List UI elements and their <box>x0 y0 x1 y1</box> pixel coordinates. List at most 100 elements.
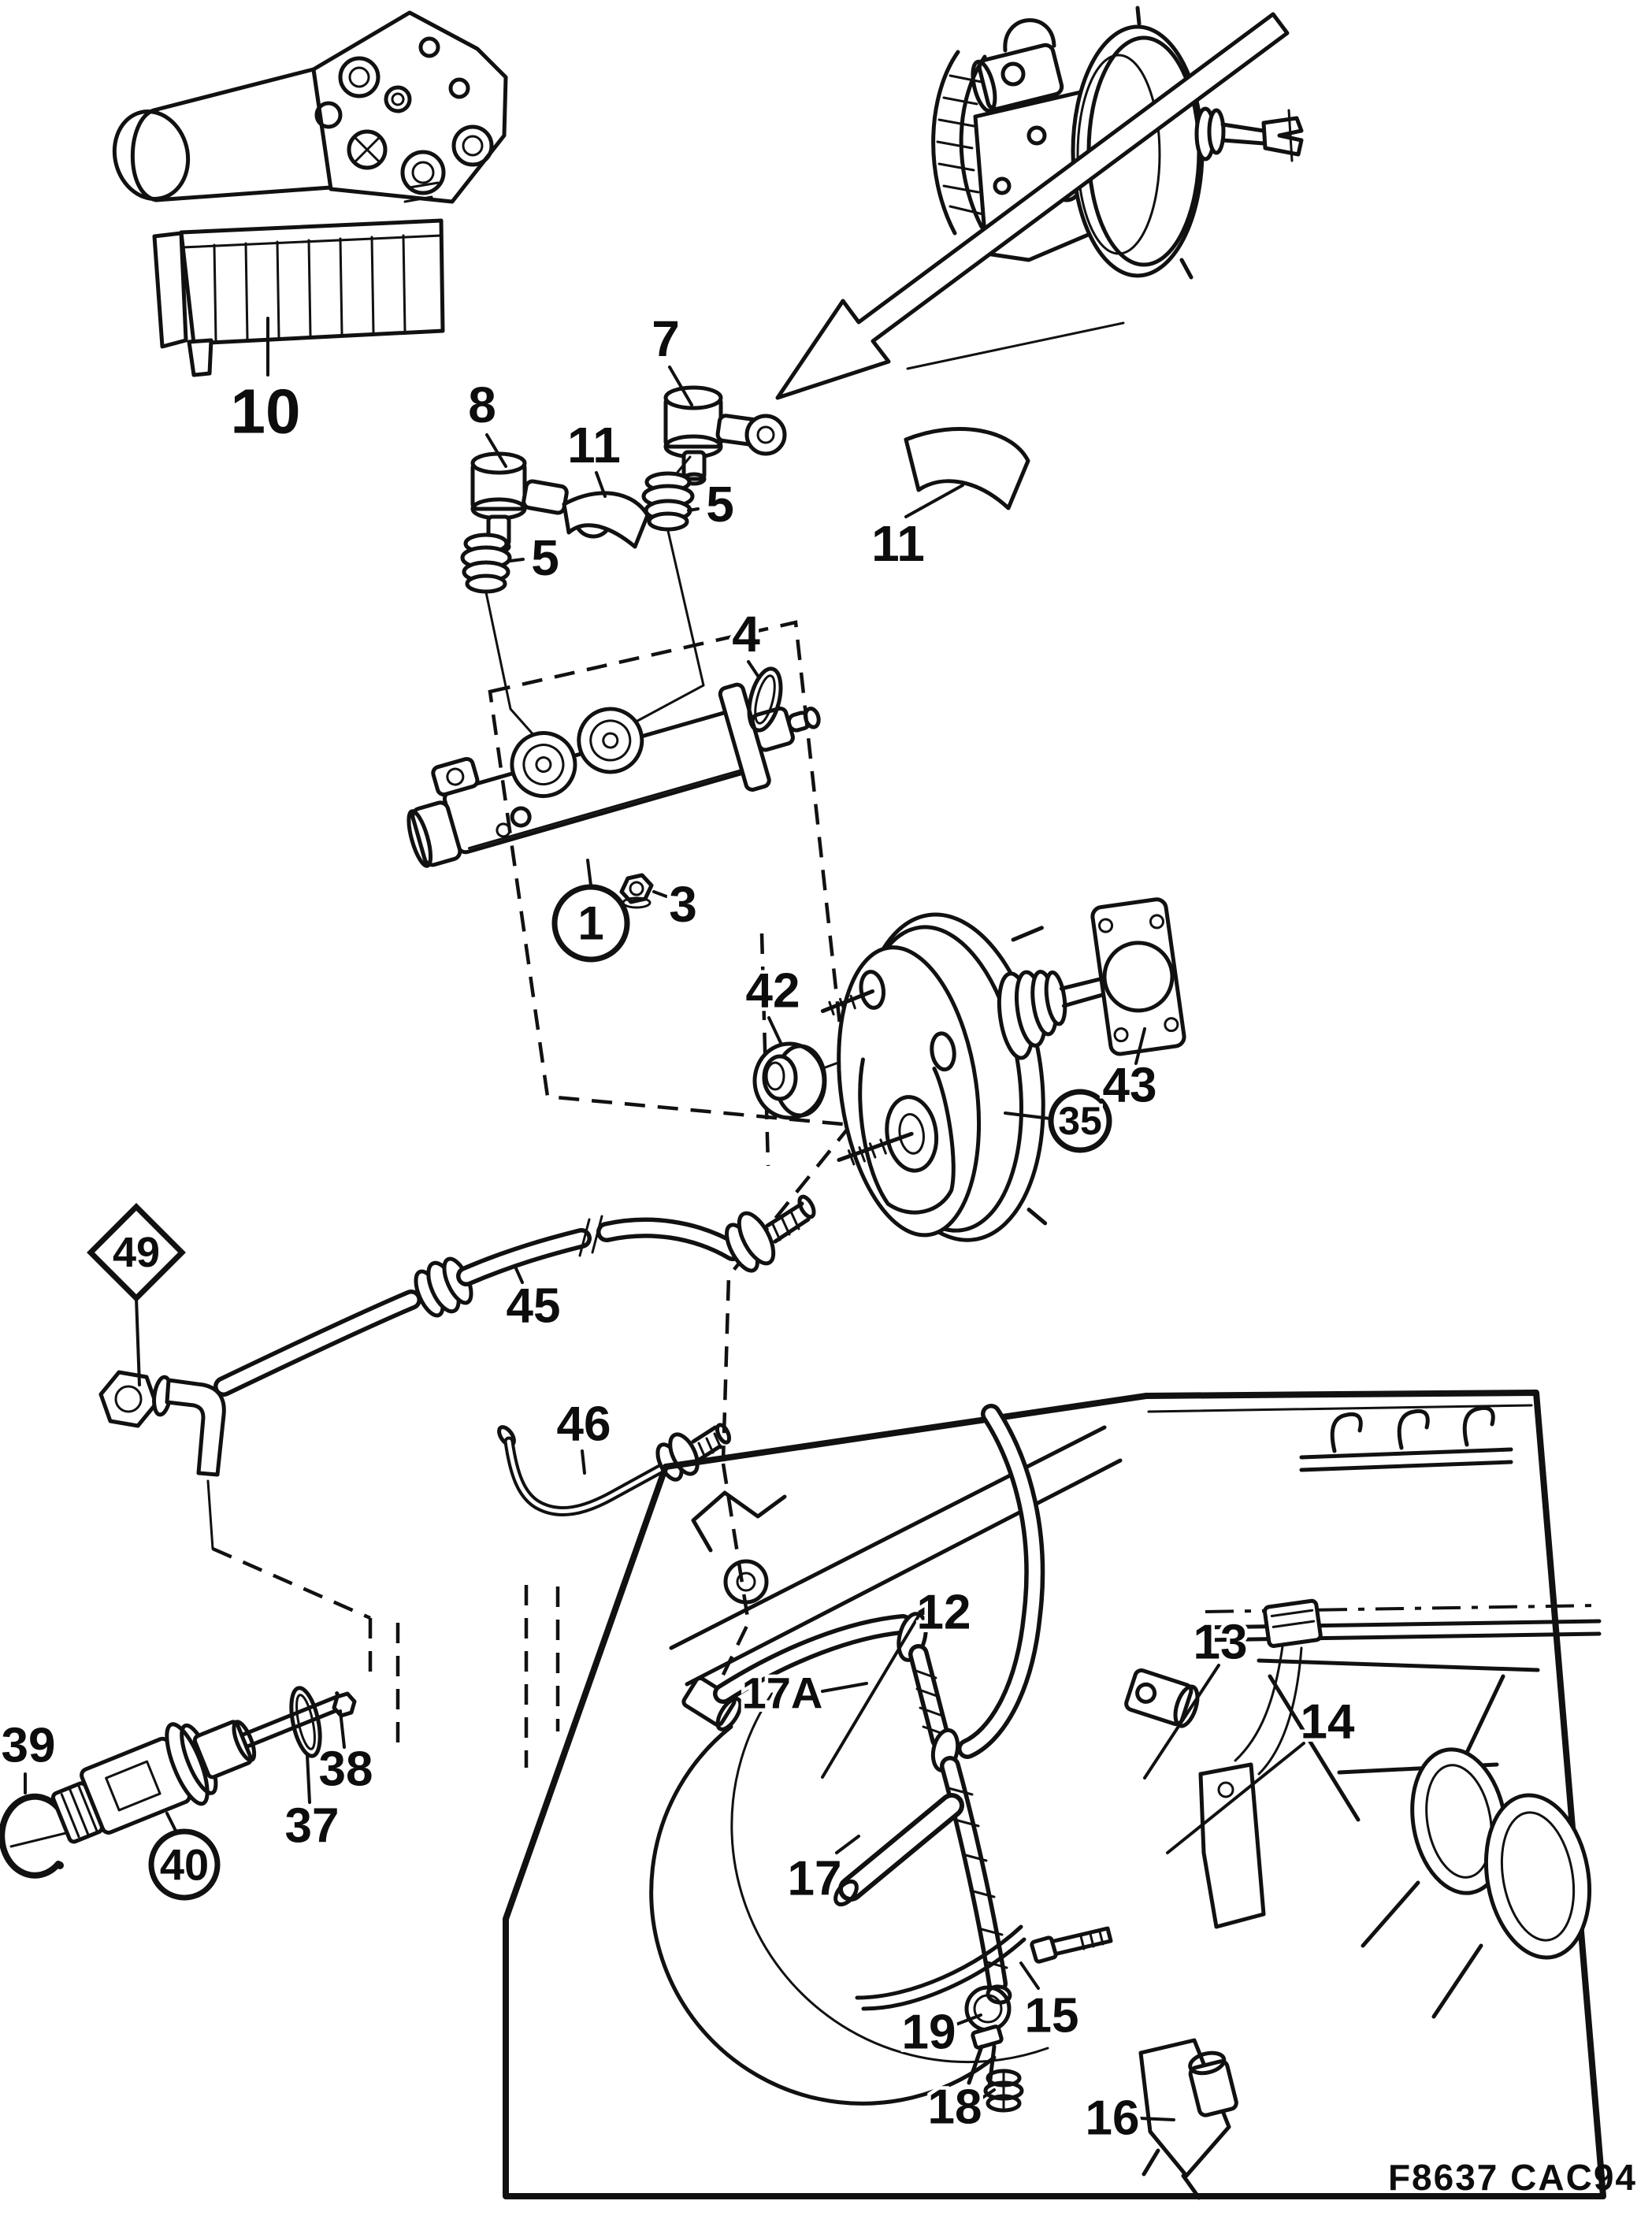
braided-hose-17a <box>681 1612 1012 2005</box>
leader-line <box>509 558 525 562</box>
engine-compartment-inset <box>503 1390 1606 2200</box>
leader-line <box>1004 1112 1052 1120</box>
o-ring-4 <box>747 666 783 733</box>
booster-hole <box>859 970 885 1010</box>
callout-17a: 17A <box>738 1664 868 1721</box>
braided-hose-17 <box>833 1793 1026 2011</box>
callout-number: 42 <box>746 964 800 1019</box>
callout-42: 42 <box>742 960 804 1046</box>
callout-number: 15 <box>1025 1989 1079 2043</box>
nut-38 <box>332 1691 357 1718</box>
flange-nut-3 <box>619 873 654 909</box>
callout-circle <box>551 884 630 963</box>
leader-line <box>339 1709 346 1749</box>
callout-number: 45 <box>507 1279 561 1334</box>
callout-45: 45 <box>503 1265 564 1337</box>
mc-dashed-envelope <box>488 620 853 1127</box>
callout-number: 3 <box>669 876 697 933</box>
callout-number: 1 <box>577 897 603 950</box>
callout-number: 17 <box>788 1852 842 1906</box>
callout-10: 10 <box>227 317 304 450</box>
callout-43: 43 <box>1099 1027 1160 1116</box>
leader-line <box>1019 1961 1040 1990</box>
leader-line <box>485 433 507 468</box>
assembly-line-right <box>629 529 705 726</box>
callout-number: 46 <box>557 1397 611 1452</box>
leader-line <box>514 1265 524 1284</box>
callout-16: 16 <box>1082 2088 1175 2149</box>
callout-number: 16 <box>1086 2091 1140 2146</box>
callout-number: 13 <box>1194 1616 1248 1670</box>
leader-line <box>978 2088 996 2101</box>
callout-17: 17 <box>784 1835 860 1909</box>
leader-line <box>1138 2117 1175 2121</box>
hose-11-right <box>904 427 1030 510</box>
callout-5: 5 <box>687 473 737 536</box>
brake-booster <box>820 912 1150 1242</box>
callout-number: 8 <box>468 377 496 433</box>
callout-number: 38 <box>319 1742 373 1797</box>
callout-3: 3 <box>652 873 700 937</box>
o-ring-37 <box>289 1686 322 1758</box>
seal-drop-line <box>759 933 770 1167</box>
callout-5: 5 <box>509 526 562 590</box>
leader-line <box>581 1449 586 1475</box>
callout-number: 39 <box>2 1719 56 1773</box>
callout-number: 43 <box>1103 1059 1157 1113</box>
leader-line <box>1134 1027 1146 1065</box>
callout-39: 39 <box>0 1715 59 1794</box>
callout-circle <box>148 1828 221 1901</box>
leader-line <box>821 1682 868 1693</box>
callout-4: 4 <box>729 603 764 677</box>
elbow-dashed-line <box>212 1546 371 1620</box>
grommet-18 <box>983 2069 1024 2113</box>
leader-line <box>1166 1742 1305 1854</box>
callout-number: 11 <box>871 515 925 572</box>
valve-dashed-lines <box>368 1618 400 1755</box>
leader-line <box>952 2013 982 2027</box>
leader-line <box>135 1297 141 1386</box>
leader-line <box>904 484 964 518</box>
callout-diamond <box>87 1203 186 1302</box>
leader-line <box>165 1812 178 1834</box>
callout-8: 8 <box>465 373 507 468</box>
leader-line <box>747 660 759 677</box>
callout-circle <box>1048 1089 1112 1153</box>
grommet-5-left <box>460 533 512 594</box>
figure-code: F8637 CAC94 <box>1388 2157 1637 2198</box>
vacuum-hose-45 <box>213 1194 816 1397</box>
callout-11: 11 <box>868 484 964 576</box>
callout-46: 46 <box>553 1394 614 1475</box>
callout-number: 12 <box>917 1586 971 1640</box>
callout-number: 49 <box>113 1229 160 1276</box>
callout-37: 37 <box>281 1754 343 1857</box>
callout-number: 7 <box>652 310 680 367</box>
callout-35: 35 <box>1004 1089 1112 1153</box>
callout-12: 12 <box>821 1582 974 1779</box>
callout-number: 5 <box>706 476 734 533</box>
leader-line <box>767 1016 783 1046</box>
leader-line <box>595 471 607 498</box>
leader-line <box>1143 1664 1220 1780</box>
elbow-drop-line <box>206 1479 214 1550</box>
gasket-43 <box>1090 897 1186 1056</box>
leader-line <box>687 507 700 512</box>
callout-number: 10 <box>231 377 301 447</box>
callout-number: 17A <box>742 1668 823 1718</box>
leader-line <box>821 1612 922 1779</box>
callout-15: 15 <box>1019 1961 1082 2047</box>
callout-number: 18 <box>928 2080 982 2135</box>
callout-number: 40 <box>160 1840 209 1890</box>
banjo-fitting-7 <box>663 385 787 486</box>
callout-1: 1 <box>551 859 630 963</box>
callout-7: 7 <box>648 307 693 406</box>
leader-line <box>306 1754 311 1804</box>
abs-hydraulic-unit <box>112 10 508 377</box>
assembly-line-left <box>484 591 544 746</box>
master-cylinder <box>407 682 821 868</box>
pipe-46 <box>497 1423 732 1517</box>
callout-13: 13 <box>1143 1612 1251 1780</box>
locator-arrow-icon <box>775 12 1290 400</box>
